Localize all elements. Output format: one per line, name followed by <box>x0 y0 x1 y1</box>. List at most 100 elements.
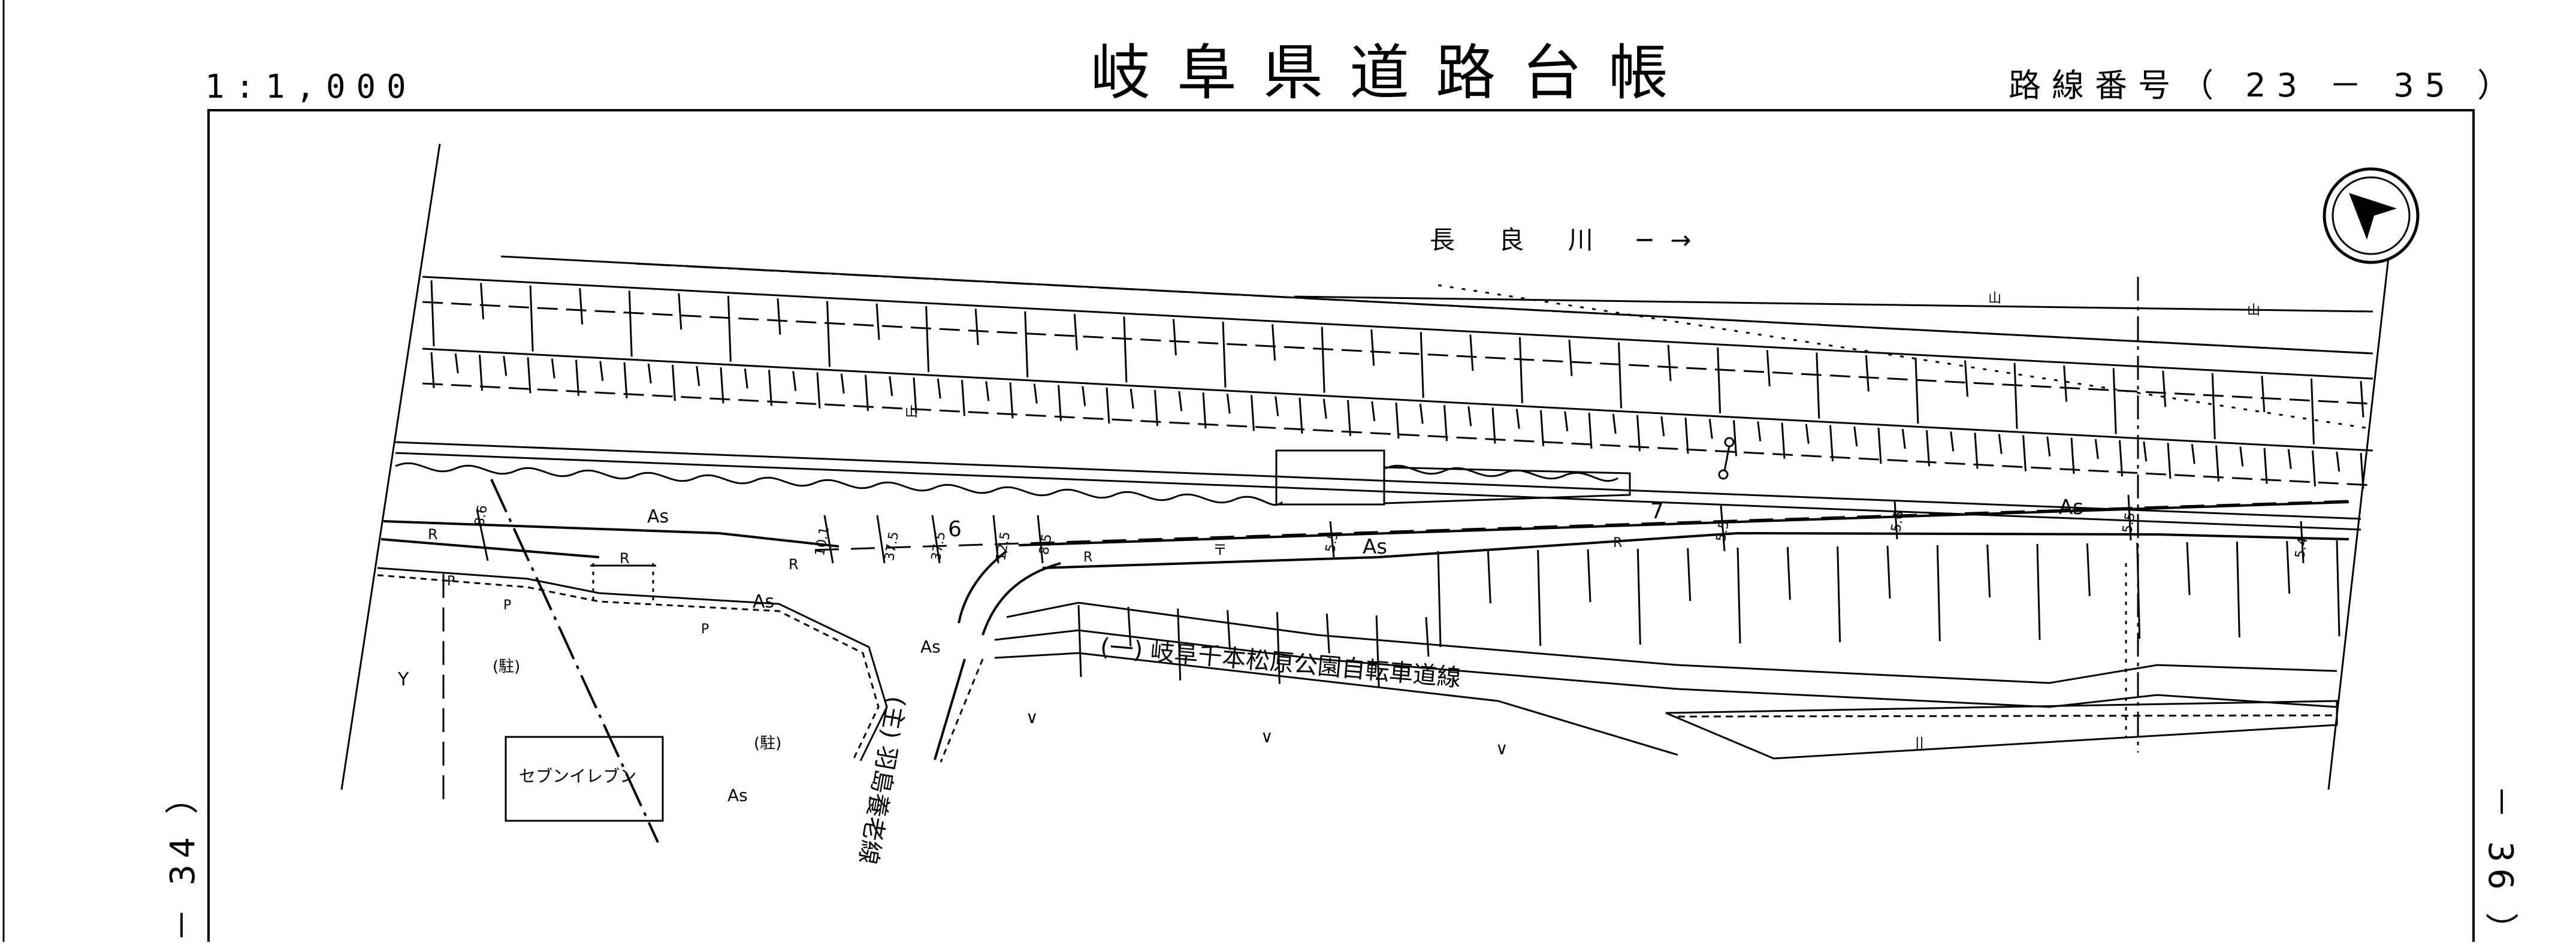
hachure-tick <box>1172 319 1177 356</box>
asphalt-label: As <box>920 637 941 657</box>
hachure-tick <box>1275 396 1279 416</box>
hachure-tick <box>744 368 748 389</box>
hachure-tick <box>1370 329 1375 366</box>
pole-symbol-icon <box>1718 437 1735 480</box>
bike-route-lines <box>934 602 2338 763</box>
hachure-tick <box>1786 546 1791 600</box>
width-label: 8.5 <box>1037 533 1055 556</box>
hachure-tick <box>2215 445 2219 482</box>
hachure-tick <box>1487 550 1491 604</box>
hachure-tick <box>2046 436 2051 457</box>
seven-eleven-building <box>505 736 664 822</box>
mountain-symbol: 山 <box>905 405 919 420</box>
hachure-tick <box>2013 362 2018 429</box>
width-label: 5.5 <box>2120 511 2139 534</box>
hachure-tick <box>1687 548 1692 602</box>
hachure-tick <box>1130 388 1134 409</box>
hachure-tick <box>2167 443 2172 479</box>
parking-lot-edges <box>377 479 888 843</box>
hachure-tick <box>1618 342 1623 409</box>
hachure-tick <box>1077 605 1082 678</box>
hachure-tick <box>1491 407 1496 444</box>
hachure-tick <box>527 357 531 394</box>
width-label: 5.5 <box>1323 530 1342 554</box>
hachure-tick <box>1636 548 1641 645</box>
hachure-tick <box>826 301 831 367</box>
hachure-tick <box>1901 428 1906 449</box>
width-label: 8.6 <box>472 504 491 527</box>
asphalt-label: As <box>753 591 775 612</box>
center-line <box>814 500 2349 551</box>
hachure-tick <box>1227 610 1231 650</box>
hachure-tick <box>1587 549 1591 603</box>
hachure-tick <box>579 288 584 325</box>
hachure-tick <box>1251 395 1255 431</box>
slope-hachures-upper <box>430 280 2364 489</box>
hachure-tick <box>1106 387 1110 424</box>
road-mark-r: R <box>620 550 630 567</box>
hachure-tick <box>479 355 483 391</box>
measurement-ticks <box>476 494 2305 564</box>
hachure-tick <box>1757 421 1762 442</box>
hachure-tick <box>1325 613 1330 654</box>
embankment-lines <box>395 255 2373 531</box>
hachure-tick <box>623 362 628 398</box>
hachure-tick <box>2143 441 2148 462</box>
hachure-tick <box>647 363 652 384</box>
hachure-tick <box>1914 358 1919 424</box>
post-symbol: 〒 <box>1213 542 1227 558</box>
hachure-tick <box>889 376 893 397</box>
hachure-tick <box>1033 383 1038 404</box>
hachure-tick <box>865 374 869 411</box>
hachure-tick <box>1737 547 1741 644</box>
north-arrow-icon <box>2323 167 2420 264</box>
width-label: 5.4 <box>2293 536 2311 560</box>
hachure-tick <box>1926 430 1930 467</box>
hachure-tick <box>2094 439 2099 460</box>
hachure-tick <box>1537 549 1542 646</box>
hachure-tick <box>1853 426 1858 447</box>
hachure-tick <box>599 361 604 381</box>
hachure-tick <box>2211 373 2216 440</box>
asphalt-label: As <box>2059 495 2083 519</box>
hachure-tick <box>1667 344 1672 382</box>
hachure-tick <box>1298 397 1303 434</box>
hachure-tick <box>1202 392 1207 429</box>
hachure-tick <box>1636 415 1641 452</box>
scale-label: 1:1,000 <box>205 68 417 105</box>
hachure-tick <box>1420 332 1424 398</box>
hachure-tick <box>1568 339 1573 376</box>
hachure-tick <box>1877 427 1882 464</box>
hachure-tick <box>1058 385 1062 421</box>
river-bank-wave <box>395 462 1284 506</box>
hachure-tick <box>1276 612 1281 684</box>
hachure-tick <box>2312 450 2316 486</box>
hachure-tick <box>2261 376 2266 412</box>
hachure-tick <box>961 380 965 416</box>
road-mark-p: P <box>503 598 512 613</box>
hachure-tick <box>1419 403 1424 424</box>
hachure-tick <box>1974 433 1979 469</box>
hachure-tick <box>913 377 917 414</box>
hachure-tick <box>1123 316 1128 383</box>
hachure-tick <box>1437 551 1442 648</box>
hachure-tick <box>2336 540 2341 637</box>
asphalt-label: As <box>647 506 669 527</box>
hachure-tick <box>1177 608 1182 681</box>
hachure-tick <box>2287 449 2292 469</box>
hachure-tick <box>1321 327 1325 393</box>
hachure-tick <box>1375 615 1380 688</box>
river-label: 長 良 川 ─→ <box>1430 225 1710 255</box>
road-mark-r: R <box>1083 550 1093 565</box>
hachure-tick <box>1837 546 1841 643</box>
hachure-tick <box>1467 406 1472 427</box>
hachure-tick <box>1684 418 1689 454</box>
hachure-tick <box>454 353 459 374</box>
hachure-tick <box>2063 365 2068 402</box>
left-limit-line <box>340 143 441 790</box>
hachure-tick <box>1272 324 1276 361</box>
lower-right-wall <box>1665 700 2338 760</box>
hachure-tick <box>696 365 700 386</box>
asphalt-label: As <box>1363 535 1387 559</box>
hachure-tick <box>1425 616 1430 657</box>
